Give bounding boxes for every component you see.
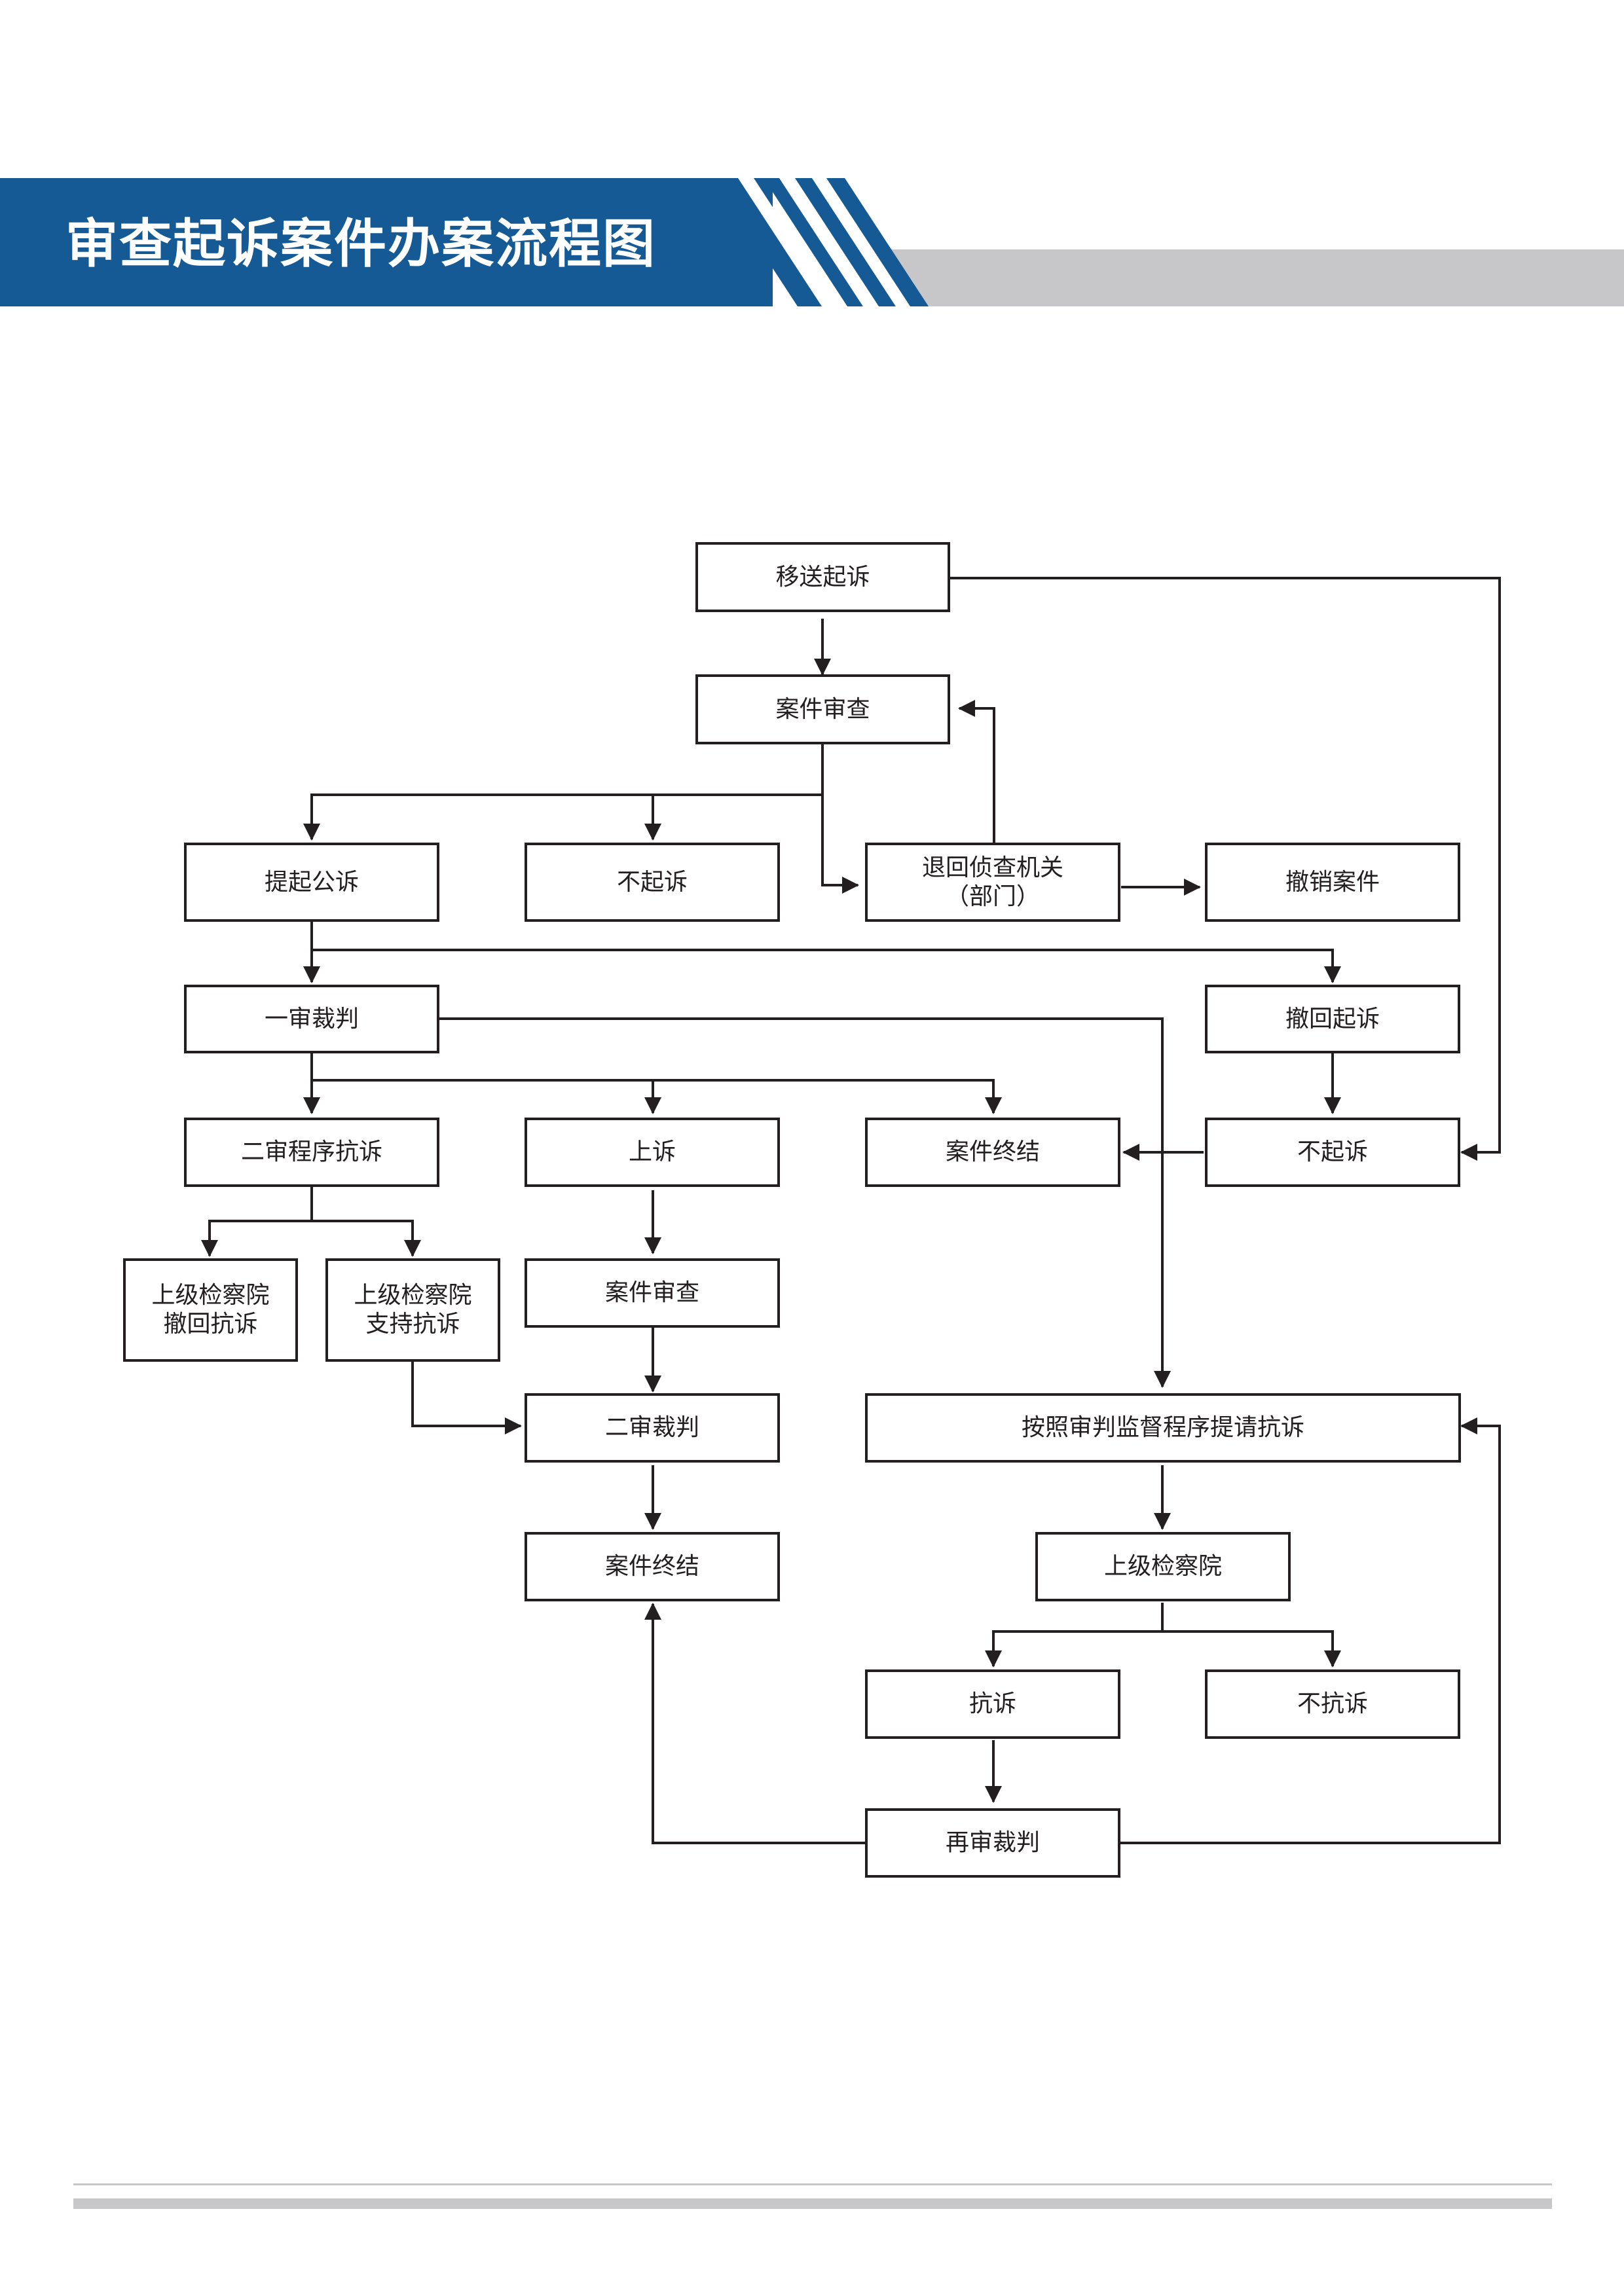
node-appeal: 上诉 bbox=[525, 1118, 780, 1187]
node-no-prosecution-2: 不起诉 bbox=[1205, 1118, 1460, 1187]
node-superior-procuratorate: 上级检察院 bbox=[1035, 1532, 1291, 1601]
edge-review-branch bbox=[303, 744, 824, 841]
node-case-review: 案件审查 bbox=[695, 674, 950, 744]
edge-first-supervision bbox=[439, 1017, 1171, 1388]
edge-transfer-noprosecution bbox=[949, 577, 1501, 1161]
edge-superior-branch bbox=[985, 1603, 1164, 1667]
node-cancel-case: 撤销案件 bbox=[1205, 843, 1460, 922]
edge-retrial-supervision bbox=[1120, 1417, 1501, 1844]
node-superior-support-protest: 上级检察院 支持抗诉 bbox=[325, 1258, 500, 1362]
node-case-closed-1: 案件终结 bbox=[865, 1118, 1120, 1187]
node-superior-withdraw-protest: 上级检察院 撤回抗诉 bbox=[123, 1258, 298, 1362]
edge-review-return bbox=[821, 795, 859, 894]
footer-divider-thin bbox=[73, 2183, 1552, 2185]
page-title: 审查起诉案件办案流程图 bbox=[65, 213, 656, 274]
node-transfer-prosecution: 移送起诉 bbox=[695, 542, 950, 612]
footer-divider-thick bbox=[73, 2198, 1552, 2209]
node-retrial: 再审裁判 bbox=[865, 1808, 1120, 1878]
node-second-instance: 二审裁判 bbox=[525, 1393, 780, 1463]
edge-superior-noprotest bbox=[1162, 1630, 1341, 1667]
edge-protest-branch bbox=[201, 1186, 313, 1257]
node-second-instance-protest: 二审程序抗诉 bbox=[184, 1118, 439, 1187]
node-first-instance: 一审裁判 bbox=[184, 985, 439, 1053]
edge-return-review bbox=[958, 700, 995, 843]
node-public-prosecution: 提起公诉 bbox=[184, 843, 439, 922]
node-no-prosecution-1: 不起诉 bbox=[525, 843, 780, 922]
node-withdraw-prosecution: 撤回起诉 bbox=[1205, 985, 1460, 1053]
edge-first-appeal bbox=[312, 1079, 1002, 1114]
node-case-closed-2: 案件终结 bbox=[525, 1532, 780, 1601]
node-protest: 抗诉 bbox=[865, 1669, 1120, 1739]
edge-prosecution-withdraw bbox=[312, 949, 1341, 983]
node-case-review-2: 案件审查 bbox=[525, 1258, 780, 1328]
edge-support-second bbox=[411, 1362, 522, 1434]
edge-retrial-closed bbox=[644, 1603, 866, 1844]
node-return-investigation: 退回侦查机关 （部门） bbox=[865, 843, 1120, 922]
header-banner bbox=[0, 178, 773, 306]
node-no-protest: 不抗诉 bbox=[1205, 1669, 1460, 1739]
node-supervision-protest: 按照审判监督程序提请抗诉 bbox=[865, 1393, 1461, 1463]
edge-protest-support bbox=[312, 1220, 421, 1257]
